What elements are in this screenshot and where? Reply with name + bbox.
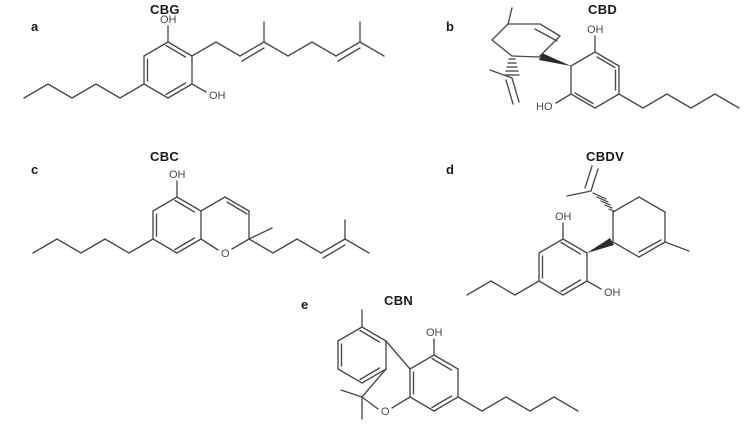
atom-label-o: O — [221, 248, 230, 260]
cbg-skeleton — [23, 21, 385, 99]
panel-letter-d: d — [446, 162, 454, 177]
panel-letter-c: c — [31, 162, 39, 177]
cbdv-aromatic-ring — [466, 222, 602, 296]
cbg-atom-labels: OH OH — [160, 14, 226, 102]
atom-label-o: O — [381, 406, 390, 418]
atom-label-oh: OH — [160, 14, 177, 26]
cbd-hash-bond — [504, 58, 520, 76]
panel-letter-e: e — [301, 297, 309, 312]
atom-label-oh: OH — [555, 211, 572, 223]
compound-label-cbc: CBC — [150, 149, 180, 164]
cbdv-hash-bond — [592, 192, 615, 212]
atom-label-oh: OH — [169, 169, 186, 181]
panel-letter-b: b — [446, 19, 454, 34]
compound-label-cbn: CBN — [384, 293, 414, 308]
cbn-left-aromatic-ring — [337, 309, 387, 384]
compound-label-cbdv: CBDV — [586, 149, 625, 164]
cbn-pyran-ring — [340, 340, 411, 420]
atom-label-oh: OH — [604, 287, 621, 299]
cbdv-atom-labels: OH OH — [555, 211, 621, 299]
cbc-aromatic-ring — [32, 180, 202, 254]
cbn-atom-labels: OH O — [381, 327, 443, 418]
cbd-cyclohexene-ring — [489, 7, 571, 105]
atom-label-ho: HO — [536, 101, 553, 113]
panel-letter-a: a — [31, 19, 39, 34]
compound-label-cbg: CBG — [150, 2, 180, 17]
cbd-atom-labels: OH HO — [536, 24, 604, 113]
atom-label-oh: OH — [209, 90, 226, 102]
compound-label-cbd: CBD — [588, 2, 618, 17]
cbc-atom-labels: OH O — [169, 169, 230, 260]
cbdv-cyclohexene-ring — [566, 165, 690, 258]
cbc-pyran-ring — [200, 196, 370, 259]
cbd-aromatic-ring — [555, 35, 740, 109]
atom-label-oh: OH — [587, 24, 604, 36]
atom-label-oh: OH — [426, 327, 443, 339]
cbn-right-aromatic-ring — [409, 338, 579, 412]
